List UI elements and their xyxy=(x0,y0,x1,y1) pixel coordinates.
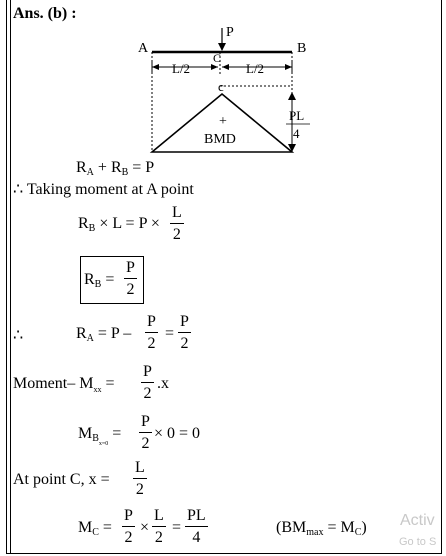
point-a-label: A xyxy=(138,41,149,56)
eq-rb-lhs: RB = xyxy=(84,271,115,290)
eq-mc-times: × xyxy=(140,519,150,536)
eq-mxx-tail: .x xyxy=(157,375,169,392)
answer-label: Ans. (b) : xyxy=(13,5,77,22)
therefore-symbol: ∴ xyxy=(13,327,24,344)
eq-moment-xx: Moment– Mxx = xyxy=(13,375,115,394)
eq-mb-tail: × 0 = 0 xyxy=(154,425,201,442)
answer-inner-border xyxy=(10,0,441,553)
point-b-label: B xyxy=(297,41,306,56)
bmd-label: BMD xyxy=(204,132,236,147)
eq-reaction-sum: RA + RB = P xyxy=(76,159,155,178)
eq-mc-lhs: MC = xyxy=(78,519,112,538)
bm-max-note: (BMmax = MC) xyxy=(276,519,367,538)
half-left-label: L/2 xyxy=(172,61,190,76)
bmd-plus: + xyxy=(219,114,227,129)
apex-label: c xyxy=(218,79,224,94)
activation-watermark-subtitle: Go to S xyxy=(399,536,437,548)
load-label: P xyxy=(226,25,234,40)
point-c-top-label: C xyxy=(213,51,221,65)
eq-ra-eq: = xyxy=(165,325,175,342)
half-right-label: L/2 xyxy=(246,61,264,76)
eq-ra-lhs: RA = P – xyxy=(76,325,132,344)
pl-den: 4 xyxy=(293,126,300,141)
activation-watermark-title: Activ xyxy=(400,512,435,529)
eq-mb: MBx=0 = xyxy=(78,425,122,448)
load-arrow-head xyxy=(218,43,226,51)
eq-point-c: At point C, x = xyxy=(13,471,110,488)
rb-result-box xyxy=(80,256,144,304)
moment-text: ∴ Taking moment at A point xyxy=(13,181,194,198)
eq-mc-eq: = xyxy=(172,519,182,536)
eq-moment-lhs: RB × L = P × xyxy=(78,215,160,234)
bmd-triangle xyxy=(149,92,295,153)
answer-frame xyxy=(6,0,442,554)
bmd-diagram: A B P C L/2 L/2 c + BMD PL 4 xyxy=(138,25,310,153)
pl-num: PL xyxy=(289,108,304,123)
